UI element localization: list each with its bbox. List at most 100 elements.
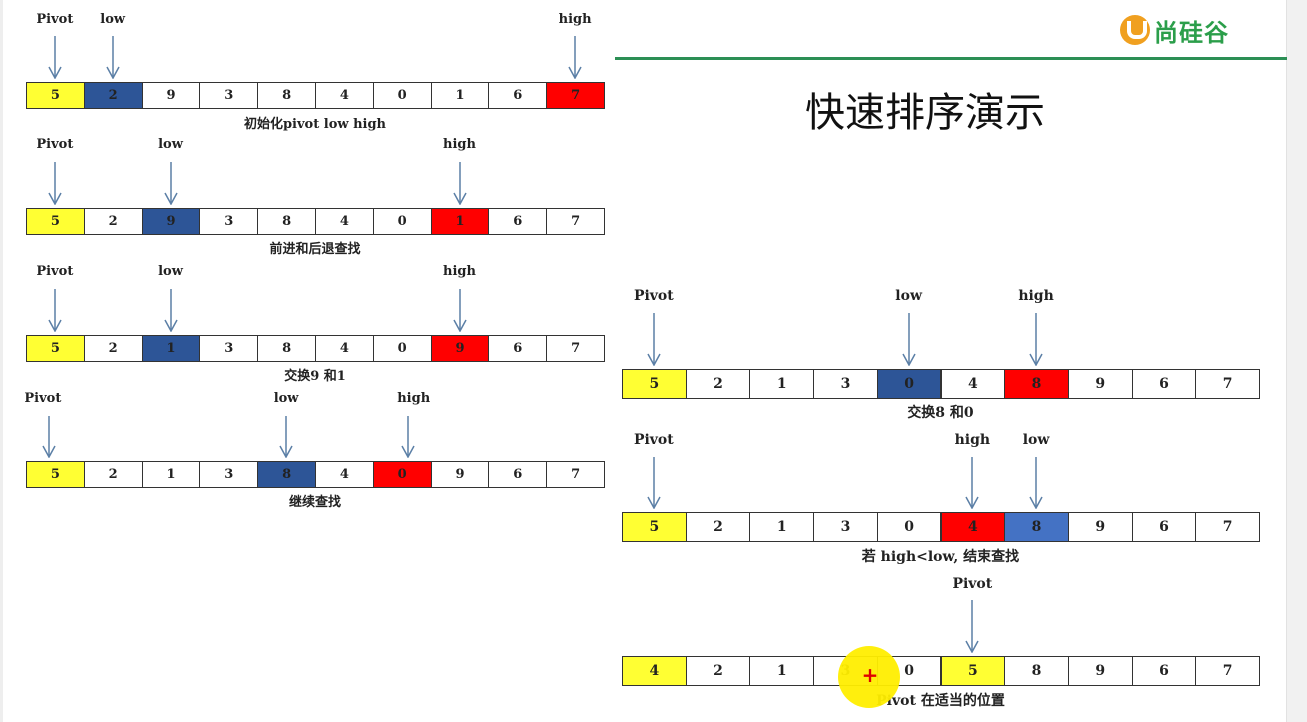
step7-cell-9: 7	[1195, 656, 1260, 686]
step3-marker-low-label: low	[158, 264, 183, 279]
step3-cell-2: 1	[141, 335, 201, 362]
step1-marker-low-label: low	[100, 12, 126, 27]
step1-cell-3: 3	[199, 82, 259, 109]
step3-caption: 交换9 和1	[284, 369, 346, 384]
step6-cell-1: 2	[685, 512, 751, 542]
step7-cell-7: 9	[1067, 656, 1133, 686]
step7-cell-2: 1	[749, 656, 815, 686]
step2-marker-low-label: low	[158, 137, 183, 152]
step5-cell-1: 2	[685, 369, 751, 399]
step5-marker-high-label: high	[1018, 288, 1054, 304]
step3-marker-high-arrow-icon	[452, 289, 467, 332]
step6-marker-low-arrow-icon	[1029, 457, 1043, 509]
step7-cell-8: 6	[1131, 656, 1197, 686]
step2-cell-2: 9	[141, 208, 201, 235]
step5-marker-low-label: low	[895, 288, 922, 304]
step1-cell-1: 2	[83, 82, 143, 109]
step6-cell-8: 6	[1131, 512, 1197, 542]
step7-cell-6: 8	[1004, 656, 1069, 686]
step4-marker-low-label: low	[273, 391, 299, 406]
shang-gui-gu-u-logo-icon	[1120, 15, 1150, 45]
step5-marker-high-arrow-icon	[1029, 313, 1043, 366]
step5-cell-5: 4	[940, 369, 1006, 399]
step1-cell-0: 5	[26, 82, 85, 109]
step4-cell-8: 6	[488, 461, 548, 488]
step4-marker-high-label: high	[397, 391, 431, 406]
step1-marker-high-arrow-icon	[568, 36, 582, 79]
step3-cell-1: 2	[83, 335, 143, 362]
step3-marker-pivot-arrow-icon	[48, 289, 62, 332]
step5-marker-pivot-label: Pivot	[633, 288, 674, 304]
step6-caption: 若 high<low, 结束查找	[861, 549, 1020, 565]
step4-cell-4: 8	[257, 461, 316, 488]
step2-marker-low-arrow-icon	[163, 162, 178, 205]
step7-caption: Pivot 在适当的位置	[876, 693, 1005, 709]
step2-cell-8: 6	[488, 208, 548, 235]
page-title: 快速排序演示	[805, 90, 1045, 136]
step6-marker-pivot-label: Pivot	[633, 432, 674, 448]
step1-marker-high-label: high	[558, 12, 592, 27]
step5-marker-low-arrow-icon	[901, 313, 916, 366]
step1-cell-8: 6	[488, 82, 548, 109]
step6-cell-4: 0	[876, 512, 942, 542]
window-left-edge	[0, 0, 3, 722]
step2-marker-pivot-arrow-icon	[48, 162, 62, 205]
step2-marker-pivot-label: Pivot	[36, 137, 74, 152]
step2-cell-9: 7	[546, 208, 605, 235]
step5-cell-3: 3	[813, 369, 878, 399]
step1-marker-pivot-label: Pivot	[36, 12, 74, 27]
step3-cell-4: 8	[257, 335, 316, 362]
step2-cell-0: 5	[26, 208, 85, 235]
step5-cell-6: 8	[1004, 369, 1069, 399]
step5-cell-2: 1	[749, 369, 815, 399]
step2-cell-7: 1	[430, 208, 490, 235]
step7-marker-pivot-label: Pivot	[952, 576, 993, 592]
step4-cell-2: 1	[141, 461, 201, 488]
step3-cell-9: 7	[546, 335, 605, 362]
step3-cell-5: 4	[315, 335, 374, 362]
step4-cell-0: 5	[26, 461, 85, 488]
step6-cell-2: 1	[749, 512, 815, 542]
step2-cell-1: 2	[83, 208, 143, 235]
step4-cell-9: 7	[546, 461, 605, 488]
step3-marker-high-label: high	[443, 264, 476, 279]
step4-cell-5: 4	[315, 461, 374, 488]
logo: 尚硅谷	[1120, 10, 1229, 50]
step5-caption: 交换8 和0	[907, 405, 974, 421]
step7-cell-5: 5	[940, 656, 1006, 686]
step3-cell-0: 5	[26, 335, 85, 362]
step5-cell-9: 7	[1195, 369, 1260, 399]
step1-cell-4: 8	[257, 82, 316, 109]
step2-cell-6: 0	[372, 208, 432, 235]
step5-marker-pivot-arrow-icon	[647, 313, 661, 366]
step6-marker-high-arrow-icon	[965, 457, 980, 509]
step4-cell-7: 9	[430, 461, 490, 488]
step1-cell-6: 0	[372, 82, 432, 109]
step6-marker-pivot-arrow-icon	[647, 457, 661, 509]
step7-marker-pivot-arrow-icon	[965, 600, 980, 653]
step3-marker-low-arrow-icon	[163, 289, 178, 332]
window-scrollbar[interactable]	[1286, 0, 1307, 722]
step1-cell-7: 1	[430, 82, 490, 109]
step1-cell-5: 4	[315, 82, 374, 109]
step4-marker-low-arrow-icon	[279, 416, 293, 458]
step1-cell-9: 7	[546, 82, 605, 109]
logo-text: 尚硅谷	[1154, 18, 1229, 47]
step4-cell-3: 3	[199, 461, 259, 488]
step4-marker-pivot-label: Pivot	[24, 391, 62, 406]
step4-marker-pivot-arrow-icon	[42, 416, 56, 458]
step3-cell-6: 0	[372, 335, 432, 362]
step1-caption: 初始化pivot low high	[243, 117, 387, 132]
step2-marker-high-label: high	[443, 137, 476, 152]
step7-cell-0: 4	[622, 656, 687, 686]
step3-marker-pivot-label: Pivot	[36, 264, 74, 279]
step2-cell-4: 8	[257, 208, 316, 235]
step4-caption: 继续查找	[288, 495, 341, 510]
step6-cell-9: 7	[1195, 512, 1260, 542]
step3-cell-8: 6	[488, 335, 548, 362]
step6-cell-6: 8	[1004, 512, 1069, 542]
step2-marker-high-arrow-icon	[452, 162, 467, 205]
crosshair-cursor-icon: +	[861, 663, 879, 687]
step6-cell-7: 9	[1067, 512, 1133, 542]
